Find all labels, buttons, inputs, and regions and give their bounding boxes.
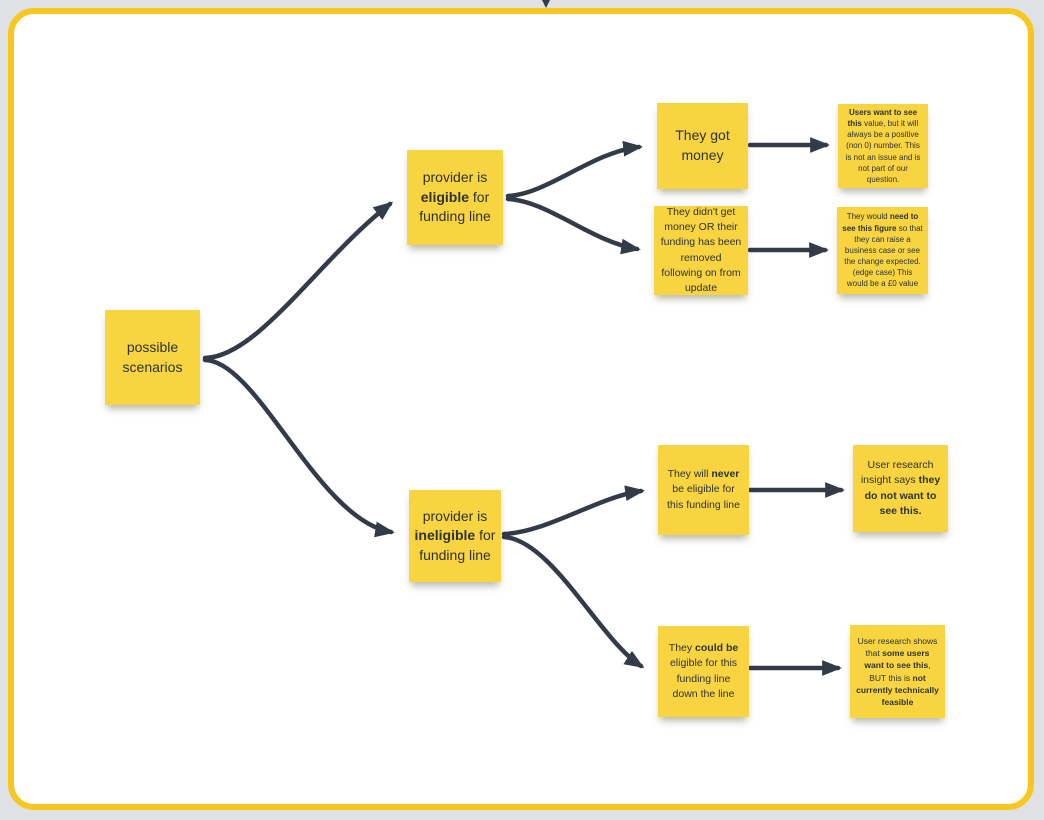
sticky-note-text: They will never be eligible for this fun… [667,468,740,511]
collaborator-cursor-icon [542,0,550,8]
sticky-note-text: They didn't get money OR their funding h… [660,205,742,294]
connector-eligible-to-got-money[interactable] [505,140,643,199]
connector-ineligible-to-could-be[interactable] [501,534,645,669]
connector-scenarios-to-eligible[interactable] [202,201,394,361]
sticky-note-text: They could be eligible for this funding … [668,642,739,700]
sticky-note-text: They would need to see this figure so th… [842,212,923,289]
sticky-note-text: User research insight says they do not w… [860,459,941,517]
sticky-note-no-money[interactable]: They didn't get money OR their funding h… [654,206,748,295]
connector-eligible-to-no-money[interactable] [505,196,641,255]
sticky-note-possible-scenarios[interactable]: possible scenarios [105,310,200,405]
sticky-note-text: User research shows that some users want… [856,635,939,708]
sticky-note-text: possible scenarios [122,338,183,375]
sticky-note-research-insight[interactable]: User research insight says they do not w… [853,445,948,532]
sticky-note-need-figure[interactable]: They would need to see this figure so th… [837,207,928,294]
connector-scenarios-to-ineligible[interactable] [202,357,395,538]
sticky-note-got-money[interactable]: They got money [657,103,748,189]
connector-ineligible-to-never[interactable] [501,485,645,537]
sticky-note-could-be-eligible[interactable]: They could be eligible for this funding … [658,626,749,717]
sticky-note-provider-ineligible[interactable]: provider is ineligible for funding line [409,490,501,582]
sticky-note-text: They got money [675,127,730,163]
sticky-note-research-shows[interactable]: User research shows that some users want… [850,625,945,718]
sticky-note-provider-eligible[interactable]: provider is eligible for funding line [407,150,503,245]
sticky-note-never-eligible[interactable]: They will never be eligible for this fun… [658,445,749,535]
sticky-note-users-want[interactable]: Users want to see this value, but it wil… [838,104,928,188]
sticky-note-text: Users want to see this value, but it wil… [845,107,921,184]
sticky-note-text: provider is ineligible for funding line [414,507,496,563]
sticky-note-text: provider is eligible for funding line [419,169,491,225]
